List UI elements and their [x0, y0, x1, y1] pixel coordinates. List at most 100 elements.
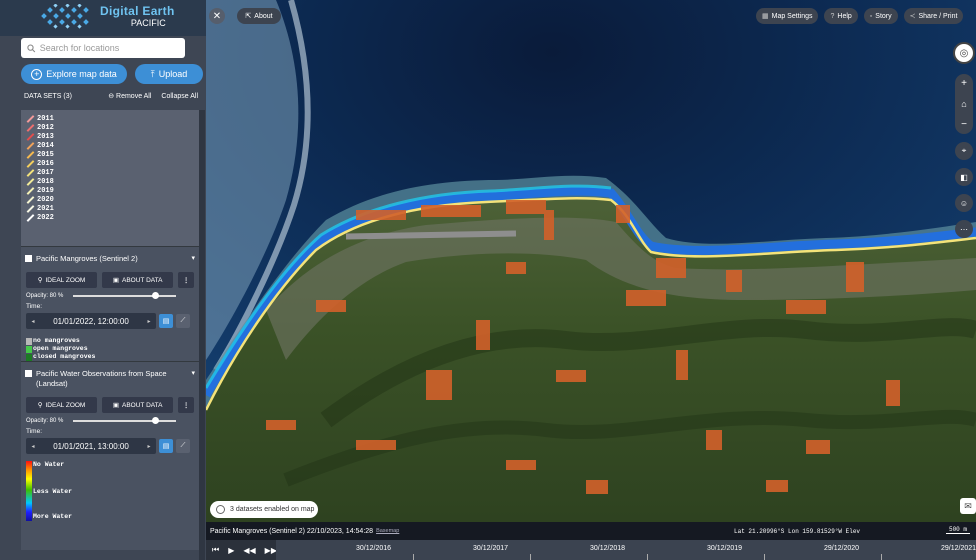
time-value: 01/01/2022, 12:00:00 — [53, 316, 129, 326]
year-legend-item: 2020 — [26, 195, 199, 204]
chart-icon[interactable]: ⟋ — [176, 439, 190, 453]
opacity-slider[interactable] — [73, 292, 176, 299]
play-icon[interactable]: ▶ — [228, 545, 235, 555]
upload-button[interactable]: ⤒ Upload — [135, 64, 203, 84]
year-legend-item: 2014 — [26, 141, 199, 150]
layer-water: Pacific Water Observations from Space (L… — [21, 362, 199, 521]
layer-visibility-checkbox[interactable] — [25, 370, 32, 377]
chart-icon[interactable]: ⟋ — [176, 314, 190, 328]
timeline-label: 30/12/2019 — [707, 545, 743, 552]
year-swatch — [26, 177, 35, 186]
map-settings-button[interactable]: ▦Map Settings — [756, 8, 819, 24]
satellite-imagery — [206, 0, 976, 522]
opacity-slider[interactable] — [73, 417, 176, 424]
measure-icon[interactable]: ⋯ — [955, 220, 973, 238]
scale-bar: 500 m — [946, 526, 970, 534]
opacity-label: Opacity: 80 % — [26, 418, 64, 424]
year-label: 2021 — [37, 204, 54, 213]
layer-header[interactable]: Pacific Water Observations from Space (L… — [21, 366, 199, 392]
about-data-button[interactable]: ▣ABOUT DATA — [102, 397, 174, 413]
datasets-enabled-pill[interactable]: 3 datasets enabled on map — [210, 501, 318, 518]
help-button[interactable]: ?Help — [824, 8, 858, 24]
zoom-out-button[interactable]: − — [961, 119, 967, 130]
remove-all-button[interactable]: ⊖ Remove All — [108, 93, 152, 100]
previous-time-button[interactable]: ◂ — [31, 318, 35, 325]
opacity-slider-handle[interactable] — [152, 417, 160, 424]
about-data-button[interactable]: ▣ABOUT DATA — [102, 272, 174, 288]
layer-header[interactable]: Pacific Mangroves (Sentinel 2) ▾ — [21, 251, 199, 267]
locate-icon[interactable]: ⌖ — [955, 142, 973, 160]
year-label: 2013 — [37, 132, 54, 141]
rewind-icon[interactable]: ◀◀ — [243, 545, 256, 555]
layer-mangroves: Pacific Mangroves (Sentinel 2) ▾ ⚲IDEAL … — [21, 247, 199, 362]
year-label: 2014 — [37, 141, 54, 150]
opacity-slider-handle[interactable] — [152, 292, 160, 299]
zoom-in-button[interactable]: + — [961, 78, 967, 89]
map-view[interactable] — [206, 0, 976, 522]
ideal-zoom-button[interactable]: ⚲IDEAL ZOOM — [26, 397, 98, 413]
plus-circle-icon: + — [31, 68, 43, 80]
legend-label-more-water: More Water — [33, 513, 73, 520]
time-selector[interactable]: ◂ 01/01/2022, 12:00:00 ▸ — [26, 313, 156, 329]
ideal-zoom-button[interactable]: ⚲IDEAL ZOOM — [26, 272, 98, 288]
datasets-enabled-label: 3 datasets enabled on map — [230, 506, 315, 513]
year-swatch — [26, 141, 35, 150]
time-label: Time: — [26, 303, 43, 310]
chevron-down-icon[interactable]: ▾ — [191, 255, 195, 262]
forward-icon[interactable]: ▶▶ — [264, 545, 277, 555]
year-swatch — [26, 159, 35, 168]
split-screen-icon[interactable]: ◧ — [955, 168, 973, 186]
legend-item: no mangroves — [26, 337, 194, 345]
water-gradient-bar — [26, 461, 32, 521]
year-legend-item: 2022 — [26, 213, 199, 222]
year-legend-item: 2017 — [26, 168, 199, 177]
pedestrian-icon[interactable]: ☺ — [955, 194, 973, 212]
legend-label: closed mangroves — [33, 353, 96, 360]
legend-swatch — [26, 337, 32, 345]
more-options-button[interactable]: ⋮ — [178, 397, 194, 413]
layers-icon: ▦ — [762, 13, 769, 20]
share-print-button[interactable]: ≺Share / Print — [903, 8, 964, 24]
water-legend-labels: No Water Less Water More Water — [32, 461, 194, 521]
zoom-icon: ⚲ — [37, 402, 43, 409]
story-button[interactable]: ▫Story — [863, 8, 898, 24]
timeline-icon[interactable]: ▤ — [159, 439, 173, 453]
next-time-button[interactable]: ▸ — [147, 443, 151, 450]
year-legend-item: 2016 — [26, 159, 199, 168]
year-swatch — [26, 150, 35, 159]
compass-icon[interactable]: ◎ — [953, 42, 975, 64]
collapse-all-button[interactable]: Collapse All — [161, 92, 198, 100]
datasets-count: DATA SETS (3) — [24, 92, 72, 100]
year-label: 2011 — [37, 114, 54, 123]
search-input[interactable] — [39, 43, 185, 53]
timeline-label: 29/12/2020 — [824, 545, 860, 552]
time-selector[interactable]: ◂ 01/01/2021, 13:00:00 ▸ — [26, 438, 156, 454]
about-button[interactable]: ⇱About — [237, 8, 281, 24]
close-panel-button[interactable]: ✕ — [209, 8, 225, 24]
layer-name: Pacific Mangroves (Sentinel 2) — [36, 254, 138, 263]
home-icon[interactable]: ⌂ — [961, 99, 967, 109]
next-time-button[interactable]: ▸ — [147, 318, 151, 325]
legend-label: no mangroves — [33, 337, 80, 344]
water-legend: No Water Less Water More Water — [26, 461, 194, 521]
timeline-icon[interactable]: ▤ — [159, 314, 173, 328]
layer-visibility-checkbox[interactable] — [25, 255, 32, 262]
basemap-link[interactable]: Basemap — [376, 528, 400, 534]
search-box[interactable] — [21, 38, 185, 58]
feedback-icon[interactable]: ✉ — [960, 498, 976, 514]
more-options-button[interactable]: ⋮ — [178, 272, 194, 288]
timeline-label: 30/12/2018 — [590, 545, 626, 552]
workbench-scrollbar[interactable] — [199, 110, 205, 560]
skip-back-icon[interactable]: ⏮ — [212, 545, 220, 554]
year-swatch — [26, 114, 35, 123]
explore-map-data-button[interactable]: + Explore map data — [21, 64, 127, 84]
previous-time-button[interactable]: ◂ — [31, 443, 35, 450]
search-icon — [27, 43, 36, 52]
external-link-icon: ⇱ — [245, 13, 252, 20]
legend-label: open mangroves — [33, 345, 88, 352]
chevron-down-icon[interactable]: ▾ — [191, 370, 195, 377]
